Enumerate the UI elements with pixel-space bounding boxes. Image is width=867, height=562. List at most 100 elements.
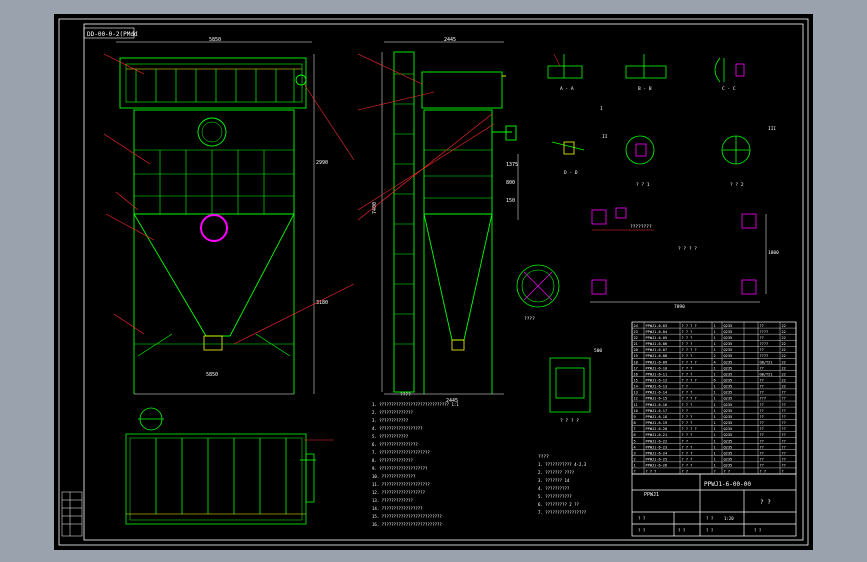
parts-cell: 1: [634, 464, 636, 468]
parts-cell: ? ? ?: [682, 451, 693, 455]
parts-cell: PPWJ1-6-13: [646, 385, 668, 389]
parts-cell: Q235: [724, 403, 733, 407]
note-line: 15. ?????????????????????????: [372, 514, 442, 519]
parts-cell: 1: [714, 415, 716, 419]
parts-cell: ????: [760, 330, 769, 334]
parts-cell: 8: [634, 421, 636, 425]
round-port: [516, 264, 560, 308]
notes-list: 1. ????????????????????????????? 1:12. ?…: [372, 402, 459, 527]
parts-cell: ??: [760, 385, 764, 389]
parts-cell: 2: [634, 458, 636, 462]
parts-cell: PPWJ1-6-26: [646, 464, 668, 468]
parts-cell: 4: [634, 445, 636, 449]
parts-cell: Q235: [724, 336, 733, 340]
parts-cell: 1: [714, 342, 716, 346]
parts-cell: ? ? ? ?: [682, 427, 697, 431]
parts-cell: 1: [714, 464, 716, 468]
parts-cell: ? ?: [682, 385, 689, 389]
parts-cell: ? ? ?: [682, 464, 693, 468]
parts-cell: Q235: [724, 451, 733, 455]
svg-text:1800: 1800: [768, 250, 779, 256]
parts-cell: 22: [782, 348, 786, 352]
parts-cell: 1: [714, 336, 716, 340]
parts-cell: 1: [714, 385, 716, 389]
svg-text:3180: 3180: [316, 300, 328, 306]
detail-views: [516, 53, 767, 413]
parts-cell: 16: [634, 372, 638, 376]
parts-header-cell: ? ? ?: [646, 470, 657, 474]
svg-text:????: ????: [524, 316, 535, 322]
parts-cell: ??: [760, 391, 764, 395]
parts-cell: ??: [760, 421, 764, 425]
tech-title: ????: [538, 454, 549, 460]
front-leaders: [103, 53, 355, 345]
parts-cell: 1: [714, 366, 716, 370]
parts-cell: ??: [782, 458, 786, 462]
parts-cell: 12: [634, 397, 638, 401]
svg-text:1:20: 1:20: [724, 516, 734, 521]
parts-cell: Q235: [724, 342, 733, 346]
parts-cell: ? ? ?: [682, 366, 693, 370]
svg-text:? ? ? ?: ? ? ? ?: [678, 246, 697, 252]
parts-cell: ? ? ?: [682, 445, 693, 449]
parts-cell: PPWJ1-6-25: [646, 458, 668, 462]
drawing-sheet: DD-00-0-2(PMdd 5850: [54, 14, 813, 550]
parts-cell: 14: [634, 385, 638, 389]
parts-cell: PPWJ1-6-19: [646, 421, 668, 425]
parts-cell: 9: [634, 415, 636, 419]
parts-cell: 1: [714, 348, 716, 352]
parts-cell: PPWJ1-6-21: [646, 433, 668, 437]
parts-cell: Q235: [724, 385, 733, 389]
parts-cell: ??: [782, 464, 786, 468]
parts-cell: ? ? ?: [682, 330, 693, 334]
parts-header-cell: ?: [782, 470, 784, 474]
note-line: 5. ????????????: [372, 434, 409, 439]
parts-cell: ? ? ?: [682, 458, 693, 462]
parts-cell: ? ? ? ?: [682, 360, 697, 364]
svg-text:? ?: ? ?: [638, 516, 646, 521]
tech-line: 4. ??????????: [538, 486, 570, 491]
note-line: 6. ????????????????: [372, 442, 418, 447]
inner-frame: [83, 23, 804, 541]
note-line: 11. ????????????????????: [372, 482, 430, 487]
parts-cell: 22: [782, 360, 786, 364]
note-line: 1. ????????????????????????????? 1:1: [372, 402, 459, 407]
svg-text:150: 150: [506, 198, 515, 204]
svg-text:1375: 1375: [506, 162, 518, 168]
parts-cell: 10: [634, 409, 638, 413]
parts-cell: ? ? ?: [682, 391, 693, 395]
notes-title: ????: [400, 392, 411, 398]
plan-view: [125, 407, 316, 525]
code-box: [83, 27, 135, 39]
svg-text:? ? 2: ? ? 2: [730, 182, 744, 188]
outer-frame: [58, 18, 809, 546]
parts-cell: ???: [760, 397, 767, 401]
note-line: 8. ??????????????: [372, 458, 414, 463]
parts-cell: ??: [760, 451, 764, 455]
parts-cell: ??: [760, 445, 764, 449]
note-line: 7. ?????????????????????: [372, 450, 430, 455]
parts-cell: 1: [714, 403, 716, 407]
svg-text:? ?: ? ?: [678, 528, 686, 533]
parts-cell: ??: [760, 439, 764, 443]
parts-cell: PPWJ1-6-09: [646, 360, 668, 364]
parts-cell: PPWJ1-6-22: [646, 439, 668, 443]
parts-cell: PPWJ1-6-08: [646, 354, 668, 358]
parts-cell: ??: [760, 336, 764, 340]
parts-cell: PPWJ1-6-15: [646, 397, 668, 401]
parts-cell: 22: [634, 336, 638, 340]
parts-cell: 7: [634, 427, 636, 431]
drawing-code: DD-00-0-2(PMdd: [87, 31, 138, 38]
svg-text:7890: 7890: [674, 304, 685, 310]
parts-cell: PPWJ1-6-03: [646, 324, 668, 328]
parts-cell: 1: [714, 330, 716, 334]
parts-cell: 1: [714, 445, 716, 449]
svg-text:5850: 5850: [206, 372, 218, 378]
parts-cell: 22: [782, 354, 786, 358]
parts-cell: 13: [634, 391, 638, 395]
parts-cell: ??: [782, 445, 786, 449]
parts-cell: 15: [634, 379, 638, 383]
parts-cell: Q235: [724, 379, 733, 383]
parts-cell: PPWJ1-6-18: [646, 415, 668, 419]
parts-cell: 18: [634, 360, 638, 364]
